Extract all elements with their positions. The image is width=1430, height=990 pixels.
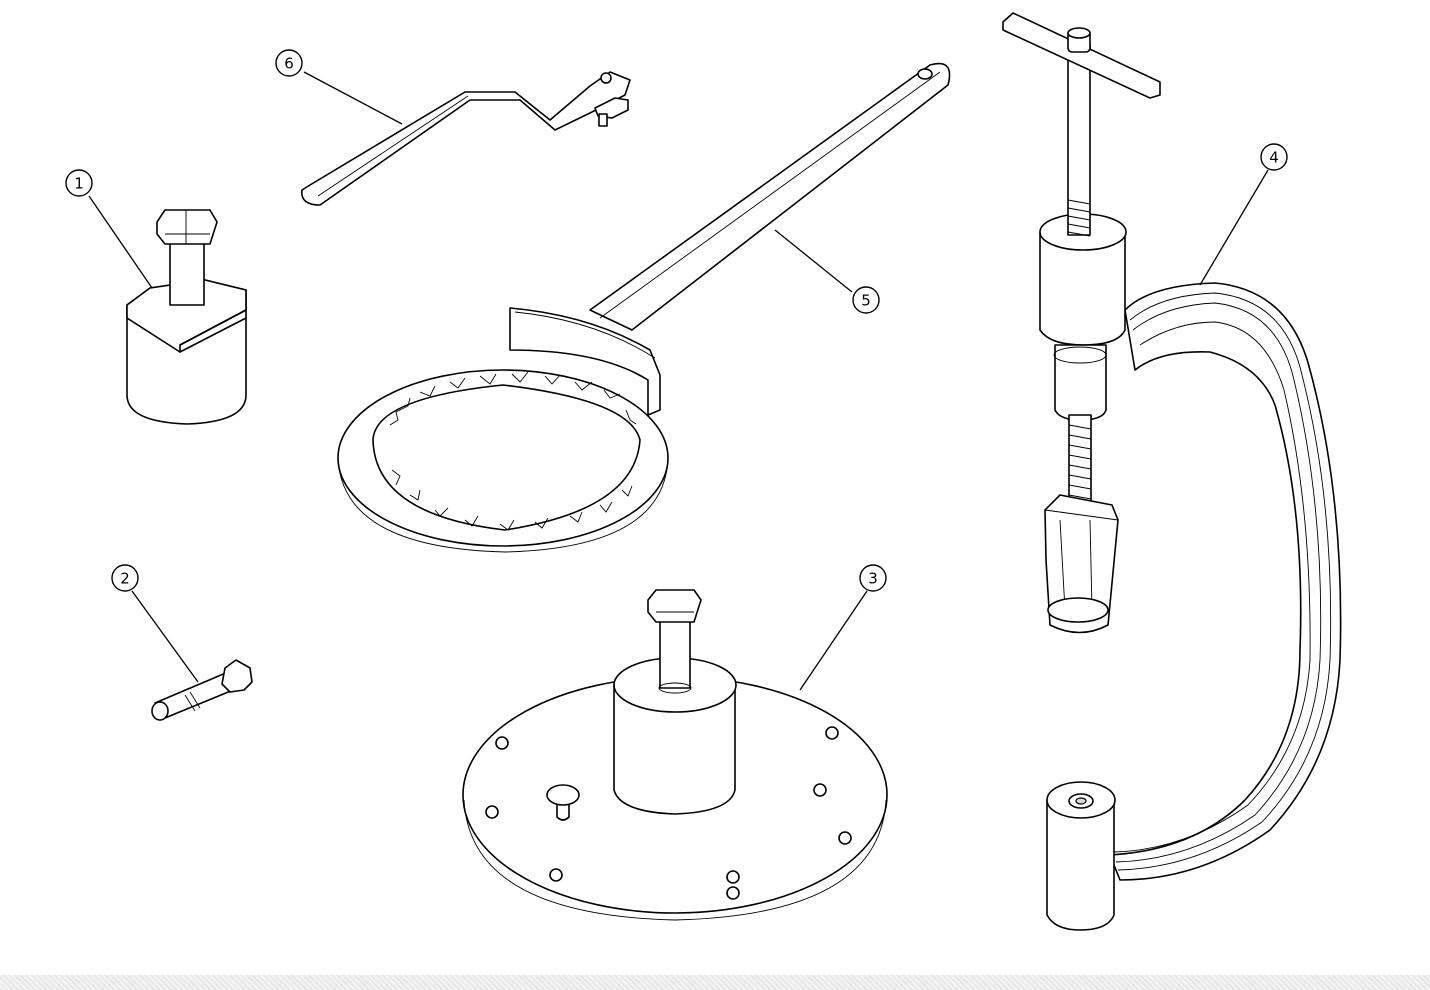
leader-1: [89, 196, 152, 288]
tool-2-flanged-bolt: [152, 660, 252, 720]
tool-6-lever: [302, 72, 630, 205]
svg-text:3: 3: [868, 570, 878, 588]
svg-text:6: 6: [284, 55, 294, 73]
callout-4: 4: [1261, 144, 1287, 170]
svg-text:2: 2: [120, 570, 130, 588]
callout-2: 2: [112, 565, 138, 591]
leader-lines: [89, 72, 1268, 690]
leader-3: [800, 591, 867, 690]
svg-text:4: 4: [1269, 149, 1279, 167]
leader-2: [132, 591, 198, 682]
svg-text:1: 1: [74, 175, 84, 193]
bottom-hatched-strip: [0, 975, 1430, 990]
svg-text:5: 5: [861, 292, 871, 310]
callout-3: 3: [860, 565, 886, 591]
leader-4: [1200, 170, 1268, 285]
leader-6: [304, 72, 402, 124]
tool-5-holder-bar: [338, 64, 950, 552]
callout-1: 1: [66, 170, 92, 196]
tool-3-plate-puller: [463, 590, 887, 920]
callout-6: 6: [276, 50, 302, 76]
callout-5: 5: [853, 287, 879, 313]
leader-5: [775, 230, 852, 292]
tool-1-cup-puller: [127, 210, 246, 424]
tool-4-c-frame-press: [1003, 13, 1341, 930]
